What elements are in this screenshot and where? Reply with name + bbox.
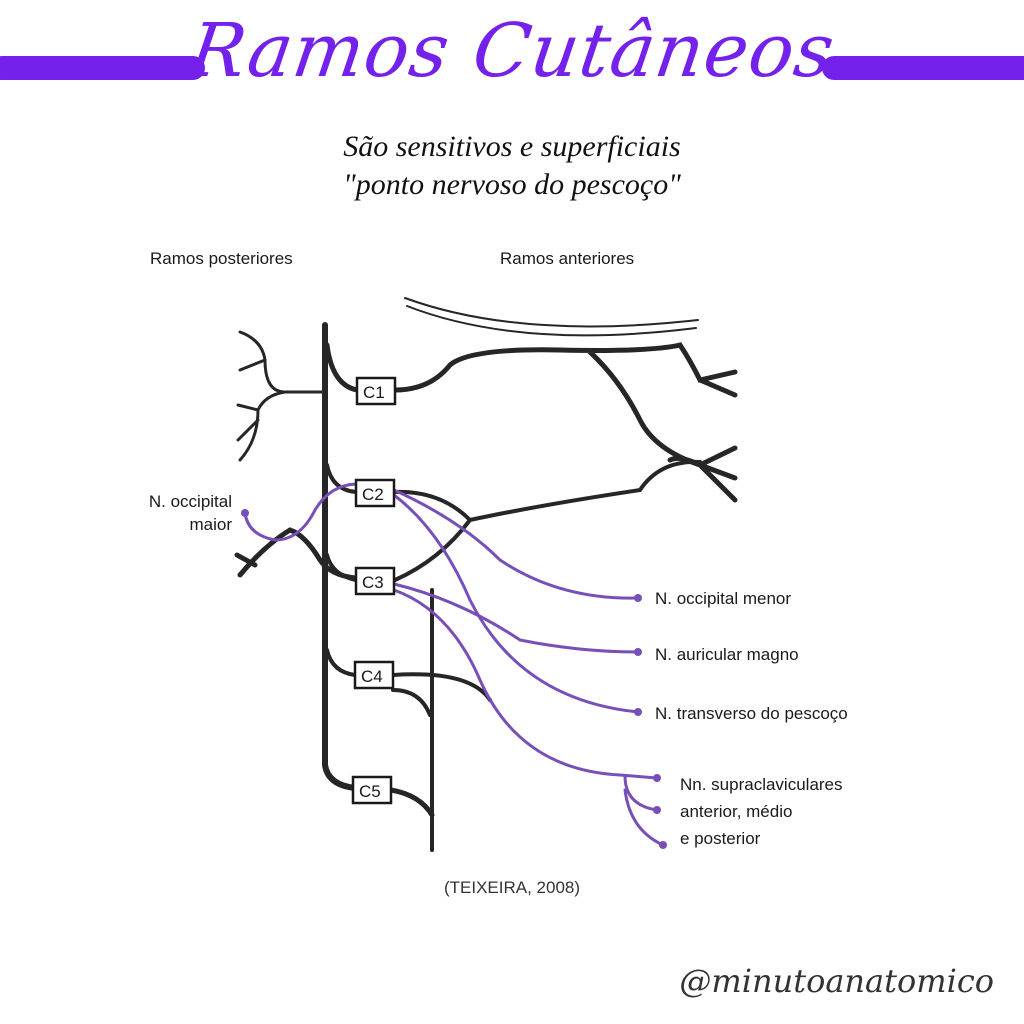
cutaneous-nerves [243,482,665,847]
segment-C2: C2 [354,478,396,508]
svg-text:C4: C4 [361,667,383,686]
subtitle-line-1: São sensitivos e superficiais [343,130,681,163]
anterior-branches [324,342,738,818]
label-ramos-posteriores: Ramos posteriores [150,249,293,268]
label-auricular-magno: N. auricular magno [655,645,799,664]
label-supraclaviculares-2: anterior, médio [680,802,792,821]
svg-text:C1: C1 [363,383,385,402]
label-supraclaviculares-3: e posterior [680,829,761,848]
spinal-trunk [322,322,358,791]
subtitle-line-2: "ponto nervoso do pescoço" [343,168,681,201]
nerve-endpoints [241,509,667,849]
skull-base [404,297,699,337]
author-handle: @minutoanatomico [679,962,994,1000]
label-occipital-menor: N. occipital menor [655,589,791,608]
nerve-auricular-magno [392,582,640,654]
segment-C1: C1 [355,376,397,406]
label-supraclaviculares-1: Nn. supraclaviculares [680,775,843,794]
citation: (TEIXEIRA, 2008) [443,878,581,897]
segment-C3: C3 [354,566,396,596]
segment-C4: C4 [353,660,395,690]
nerve-occipital-menor [392,488,640,600]
svg-text:C2: C2 [362,485,384,504]
label-ramos-anteriores: Ramos anteriores [500,249,634,268]
label-transverso: N. transverso do pescoço [655,704,848,723]
title-bar-left [0,56,205,80]
svg-text:C5: C5 [359,782,381,801]
nerve-supraclaviculares [392,588,665,847]
posterior-branches [234,330,358,581]
svg-text:C3: C3 [362,573,384,592]
label-occipital-maior-1: N. occipital [149,492,232,511]
title-bar-right [822,56,1024,80]
nerve-occipital-maior [243,482,358,542]
nerve-transverso [392,493,640,714]
label-occipital-maior-2: maior [189,515,232,534]
segment-C5: C5 [351,775,393,805]
